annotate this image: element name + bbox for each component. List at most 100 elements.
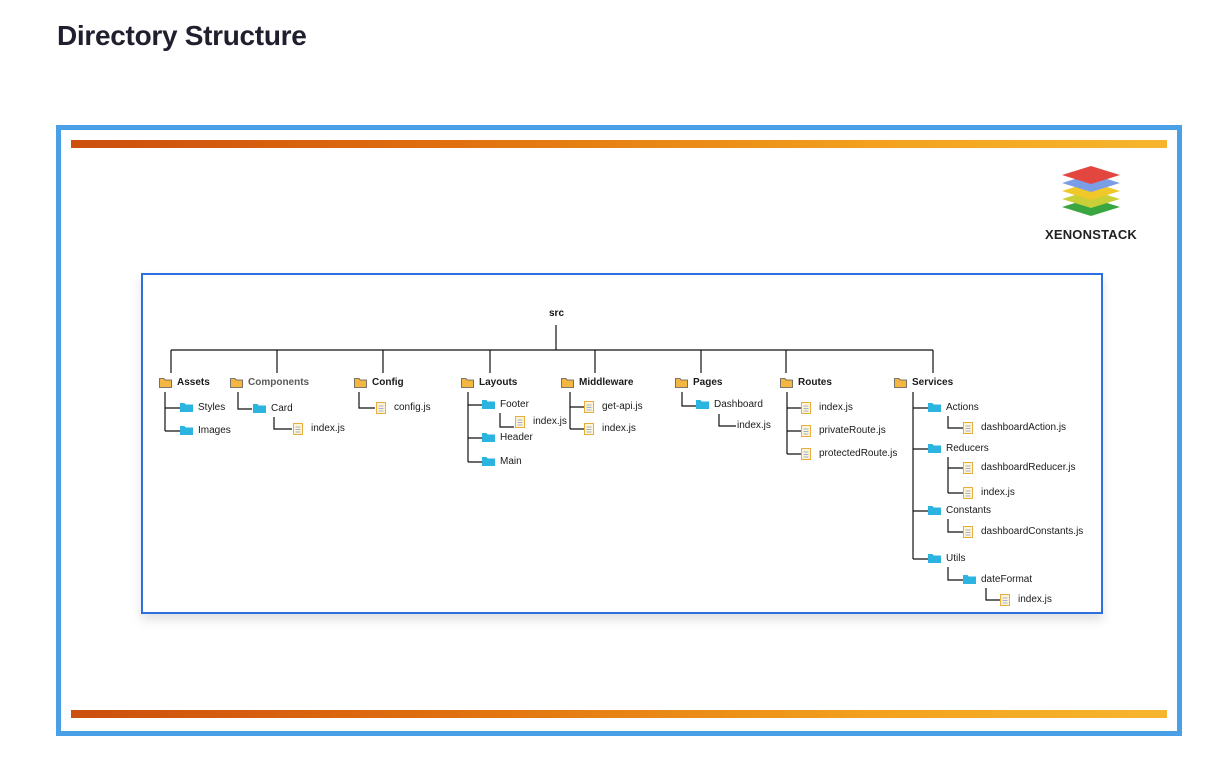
file-icon: [376, 402, 386, 414]
file-icon: [963, 487, 973, 499]
node-label: Dashboard: [714, 399, 763, 410]
node-label: Footer: [500, 399, 529, 410]
file-reducers-index: index.js: [963, 485, 1015, 501]
folder-dateformat: dateFormat: [963, 572, 1032, 588]
folder-utils: Utils: [928, 551, 965, 567]
folder-icon: [253, 404, 266, 413]
node-label: index.js: [737, 420, 771, 431]
folder-icon: [354, 378, 367, 388]
file-middleware-index: index.js: [584, 421, 636, 437]
folder-icon: [780, 378, 793, 388]
folder-icon: [159, 378, 172, 388]
folder-icon: [928, 554, 941, 563]
layered-stack-icon: [1062, 166, 1120, 216]
node-label: Main: [500, 456, 522, 467]
file-icon: [584, 401, 594, 413]
file-icon: [963, 526, 973, 538]
folder-icon: [180, 426, 193, 435]
bottom-gradient-stripe: [71, 710, 1167, 718]
top-gradient-stripe: [71, 140, 1167, 148]
node-label: index.js: [533, 416, 567, 427]
folder-constants: Constants: [928, 503, 991, 519]
folder-label: Layouts: [479, 377, 518, 388]
file-dashboard-reducer: dashboardReducer.js: [963, 460, 1076, 476]
folder-config: Config: [354, 375, 404, 391]
file-routes-index: index.js: [801, 400, 853, 416]
xenonstack-logo: XENONSTACK: [1036, 160, 1146, 250]
folder-assets: Assets: [159, 375, 210, 391]
node-label: Reducers: [946, 443, 989, 454]
folder-label: Assets: [177, 377, 210, 388]
folder-icon: [482, 400, 495, 409]
folder-components: Components: [230, 375, 309, 391]
folder-styles: Styles: [180, 400, 225, 416]
page-title: Directory Structure: [57, 20, 307, 51]
folder-layouts: Layouts: [461, 375, 517, 391]
folder-label: Services: [912, 377, 954, 388]
folder-pages: Pages: [675, 375, 722, 391]
file-dashboard-action: dashboardAction.js: [963, 420, 1066, 436]
node-label: index.js: [311, 423, 345, 434]
folder-icon: [675, 378, 688, 388]
node-label: dashboardReducer.js: [981, 462, 1076, 473]
folder-reducers: Reducers: [928, 441, 989, 457]
node-label: index.js: [602, 423, 636, 434]
node-label: Actions: [946, 402, 979, 413]
tree-connectors: [164, 325, 1000, 601]
folder-label: Pages: [693, 377, 723, 388]
folder-icon: [561, 378, 574, 388]
folder-icon: [928, 444, 941, 453]
node-label: privateRoute.js: [819, 425, 886, 436]
node-label: index.js: [1018, 594, 1052, 605]
node-label: dashboardAction.js: [981, 422, 1067, 433]
file-dateformat-index: index.js: [1000, 592, 1052, 608]
node-label: Constants: [946, 505, 992, 516]
folder-label: Config: [372, 377, 404, 388]
folder-icon: [963, 575, 976, 584]
logo-text: XENONSTACK: [1044, 227, 1138, 242]
folder-dashboard: Dashboard: [696, 397, 763, 413]
folder-label: Middleware: [579, 377, 634, 388]
file-dashboard-constants: dashboardConstants.js: [963, 524, 1083, 540]
node-label: index.js: [981, 487, 1015, 498]
folder-card: Card: [253, 401, 293, 417]
file-icon: [584, 423, 594, 435]
folder-routes: Routes: [780, 375, 832, 391]
folder-label: Routes: [798, 377, 832, 388]
file-icon: [1000, 594, 1010, 606]
node-label: config.js: [394, 402, 431, 413]
file-icon: [515, 416, 525, 428]
folder-main: Main: [482, 454, 522, 470]
folder-icon: [928, 403, 941, 412]
file-icon: [801, 448, 811, 460]
node-label: Header: [500, 432, 533, 443]
folder-label: Components: [248, 377, 310, 388]
file-icon: [801, 402, 811, 414]
folder-icon: [461, 378, 474, 388]
file-icon: [801, 425, 811, 437]
folder-footer: Footer: [482, 397, 529, 413]
folder-header: Header: [482, 430, 533, 446]
folder-icon: [928, 506, 941, 515]
file-private-route: privateRoute.js: [801, 423, 886, 439]
folder-middleware: Middleware: [561, 375, 633, 391]
file-footer-index: index.js: [515, 414, 567, 430]
directory-tree-diagram: src Assets Components Config Layouts Mid…: [141, 273, 1103, 614]
folder-icon: [482, 433, 495, 442]
node-label: protectedRoute.js: [819, 448, 898, 459]
file-config: config.js: [376, 400, 431, 416]
file-protected-route: protectedRoute.js: [801, 446, 897, 462]
folder-icon: [180, 403, 193, 412]
node-label: dateFormat: [981, 574, 1033, 585]
folder-icon: [894, 378, 907, 388]
file-icon: [963, 422, 973, 434]
node-label: Images: [198, 425, 231, 436]
folder-images: Images: [180, 423, 231, 439]
node-label: Styles: [198, 402, 226, 413]
node-label: dashboardConstants.js: [981, 526, 1084, 537]
figure-frame: XENONSTACK: [56, 125, 1182, 736]
node-label: get-api.js: [602, 401, 643, 412]
file-dashboard-index: index.js: [737, 418, 771, 434]
file-icon: [963, 462, 973, 474]
node-label: Utils: [946, 553, 966, 564]
